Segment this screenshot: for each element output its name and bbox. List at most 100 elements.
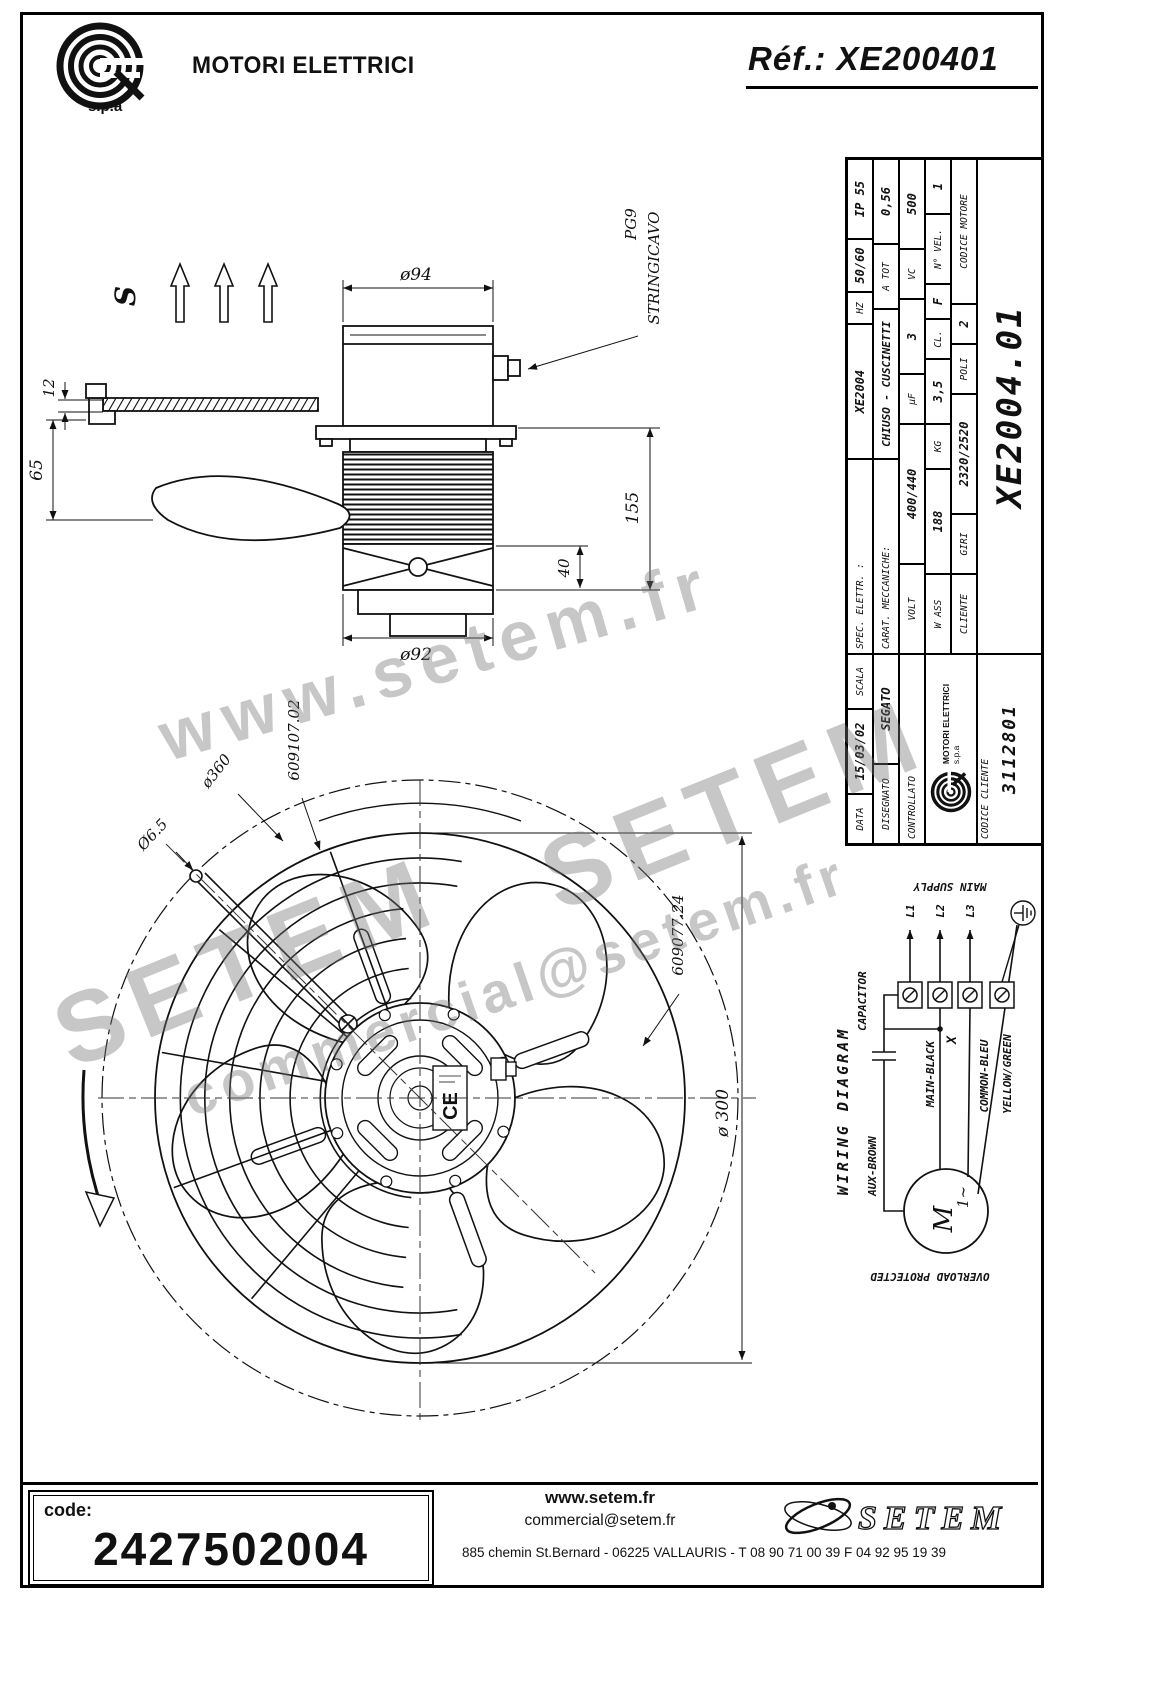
spec-atot-label: A TOT — [873, 244, 899, 309]
earth-wire-label: YELLOW/GREEN — [1001, 1034, 1014, 1114]
spec-wass-value: 188 — [925, 469, 951, 574]
gland-label-stringicavo: STRINGICAVO — [645, 212, 663, 325]
gr-logo — [56, 22, 148, 110]
dim-12: 12 — [40, 378, 58, 397]
wiring-diagram: WIRING DIAGRAM M 1~ OVERLOAD PROTECTED M… — [828, 866, 1042, 1300]
capacitor-label: CAPACITOR — [856, 971, 869, 1031]
gr-logo-small — [930, 770, 972, 813]
side-view-drawing: S ø94 12 65 155 40 ø92 — [28, 208, 663, 665]
spec-codice-cliente-label: CODICE CLIENTE — [980, 758, 991, 839]
l2-label: L2 — [934, 904, 947, 918]
spec-hz-value: 50/60 — [847, 239, 873, 292]
guard-strut — [189, 869, 358, 1034]
spec-codice-motore-value: XE2004.01 — [977, 159, 1042, 654]
setem-logo-text: SETEM — [858, 1500, 1008, 1537]
gland-label-pg9: PG9 — [622, 208, 640, 241]
terminal-block — [897, 981, 1015, 1009]
dim-dia-360: ø360 — [197, 750, 235, 792]
side-view-dimensions — [46, 280, 660, 646]
main-supply-label: MAIN SUPPLY — [912, 880, 987, 893]
spec-disegnato-label: DISEGNATO — [873, 764, 899, 844]
spec-hz-label: HZ — [847, 292, 873, 324]
spec-uf-label: µF — [899, 374, 925, 424]
motor-phase: 1~ — [954, 1186, 972, 1208]
spec-controllato-label: CONTROLLATO — [899, 654, 925, 844]
spec-ip-value: IP 55 — [847, 159, 873, 239]
spec-codice-cliente-cell: CODICE CLIENTE 3112801 — [977, 654, 1042, 844]
ce-mark-text: CE — [440, 1092, 462, 1120]
brand-sub-label: s.p.a — [88, 98, 123, 115]
footer-email: commercial@setem.fr — [524, 1512, 676, 1529]
part-number-blade: 609077.24 — [669, 894, 687, 975]
wiring-diagram-svg: WIRING DIAGRAM M 1~ OVERLOAD PROTECTED M… — [834, 880, 1036, 1283]
dim-dia-94: ø94 — [399, 265, 432, 285]
spec-poli-value: 2 — [951, 304, 977, 344]
common-wire-label: COMMON-BLEU — [978, 1039, 991, 1112]
wiring-title: WIRING DIAGRAM — [834, 1027, 852, 1195]
spec-carat-value: CHIUSO - CUSCINETTI — [873, 309, 899, 459]
spec-table: DATA 15/03/02 SCALA SPEC. ELETTR. : XE20… — [845, 157, 1044, 850]
front-view-drawing: CE ø 300 609107.02 609077.24 ø360 Ø6.5 — [81, 699, 756, 1420]
overload-label: OVERLOAD PROTECTED — [870, 1270, 990, 1283]
l1-label: L1 — [904, 904, 917, 917]
spec-data-value: 15/03/02 — [847, 709, 873, 794]
dim-dia-300: ø 300 — [713, 1089, 733, 1138]
spec-carat-label: CARAT. MECCANICHE: — [873, 459, 899, 654]
spec-codice-motore-label: CODICE MOTORE — [951, 159, 977, 304]
dim-65: 65 — [28, 459, 47, 481]
footer-separator — [20, 1482, 1038, 1485]
titleblock-logo: MOTORI ELETTRICI s.p.a — [925, 654, 977, 844]
spec-giri-label: GIRI — [951, 514, 977, 574]
dim-hole-6-5: Ø6.5 — [133, 815, 172, 854]
spec-cliente-label: CLIENTE — [951, 574, 977, 654]
spec-nvel-label: N° VEL. — [925, 214, 951, 284]
spec-elettr-value: XE2004 — [847, 324, 873, 459]
spec-poli-label: POLI — [951, 344, 977, 394]
earth-symbol-icon — [1001, 900, 1036, 983]
spec-data-label: DATA — [847, 794, 873, 844]
dim-dia-92: ø92 — [399, 645, 432, 665]
wire-junction-dot — [937, 1026, 943, 1032]
spec-kg-label: KG — [925, 424, 951, 469]
code-label: code: — [44, 1500, 93, 1520]
spec-cl-value: F — [925, 284, 951, 319]
brand-name: MOTORI ELETTRICI — [192, 52, 415, 79]
dim-155: 155 — [623, 492, 643, 524]
motor-side-structure — [85, 325, 521, 637]
code-value: 2427502004 — [93, 1523, 369, 1575]
motor-m: M — [929, 1204, 959, 1233]
titleblock-brand: MOTORI ELETTRICI — [941, 683, 951, 765]
reference-underline — [746, 86, 1038, 89]
rotation-arrow-icon — [81, 1069, 116, 1228]
spec-disegnato-value: SEGATO — [873, 654, 899, 764]
spec-kg-value: 3,5 — [925, 359, 951, 424]
reference-number: Réf.: XE200401 — [748, 40, 999, 77]
titleblock-brand-sub: s.p.a — [951, 745, 961, 765]
spec-vc-value: 500 — [899, 159, 925, 249]
spec-atot-value: 0,56 — [873, 159, 899, 244]
main-wire-label: MAIN-BLACK — [924, 1040, 937, 1109]
code-box: code: 2427502004 — [28, 1490, 434, 1586]
airflow-arrow-icon — [258, 263, 278, 323]
spec-codice-cliente-value: 3112801 — [999, 704, 1020, 794]
spec-giri-value: 2320/2520 — [951, 394, 977, 514]
junction-x-label: X — [945, 1035, 960, 1045]
spec-cl-label: CL. — [925, 319, 951, 359]
spec-scala-label: SCALA — [847, 654, 873, 709]
centerlines — [98, 780, 756, 1420]
airflow-letter: S — [109, 286, 142, 306]
setem-logo: SETEM — [784, 1497, 1008, 1538]
dim-40: 40 — [555, 558, 573, 579]
spec-vc-label: VC — [899, 249, 925, 299]
footer-website: www.setem.fr — [545, 1488, 655, 1507]
spec-volt-value: 400/440 — [899, 424, 925, 564]
part-number-guard: 609107.02 — [285, 699, 303, 780]
spec-elettr-label: SPEC. ELETTR. : — [847, 459, 873, 654]
aux-wire-label: AUX-BROWN — [866, 1136, 879, 1197]
wires — [872, 924, 1018, 1212]
spec-volt-label: VOLT — [899, 564, 925, 654]
airflow-arrow-icon — [214, 263, 234, 323]
spec-nvel-value: 1 — [925, 159, 951, 214]
footer-address: 885 chemin St.Bernard - 06225 VALLAURIS … — [462, 1545, 947, 1560]
